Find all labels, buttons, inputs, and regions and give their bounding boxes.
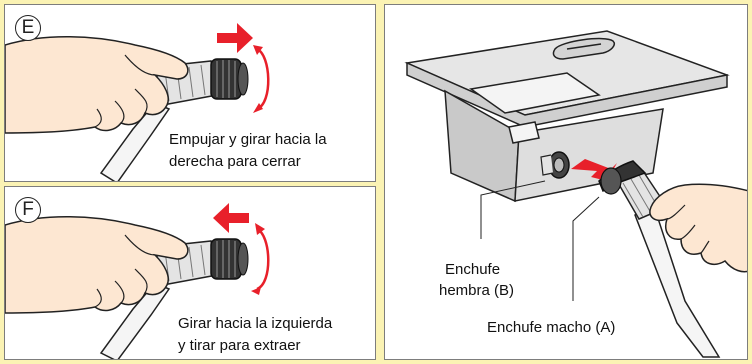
- rotate-counterclockwise-arrow: [256, 227, 270, 291]
- male-plug-label: Enchufe macho (A): [487, 319, 616, 336]
- plug-connector-f: [154, 238, 249, 286]
- step-f-badge: F: [15, 197, 41, 223]
- rotate-clockwise-arrow: [256, 47, 270, 111]
- panel-step-f: F Girar hacia la izquierda y tirar para …: [4, 186, 376, 360]
- female-plug-label-line1: Enchufe: [445, 261, 501, 278]
- device-unit: [404, 30, 730, 203]
- panel-step-e: E Empujar y girar hacia la derecha para …: [4, 4, 376, 182]
- female-socket: [540, 151, 570, 179]
- step-e-badge: E: [15, 15, 41, 41]
- hand-e: [5, 36, 189, 134]
- push-right-arrow: [217, 23, 253, 53]
- pull-left-arrow: [213, 203, 249, 233]
- leader-line-female: [480, 180, 546, 239]
- hand-main: [649, 183, 747, 273]
- step-e-illustration: [5, 23, 270, 181]
- female-plug-label-line2: hembra (B): [439, 282, 515, 299]
- device-connection-illustration: [404, 30, 747, 358]
- panel-device-connection: Enchufe hembra (B) Enchufe macho (A): [384, 4, 748, 360]
- step-e-caption-line2: derecha para cerrar: [169, 153, 301, 170]
- step-f-caption-line1: Girar hacia la izquierda: [178, 315, 333, 332]
- step-f-caption-line2: y tirar para extraer: [178, 337, 301, 354]
- hand-f: [5, 216, 189, 314]
- leader-line-male: [572, 196, 600, 301]
- step-f-illustration: [5, 203, 270, 359]
- step-e-caption-line1: Empujar y girar hacia la: [169, 131, 327, 148]
